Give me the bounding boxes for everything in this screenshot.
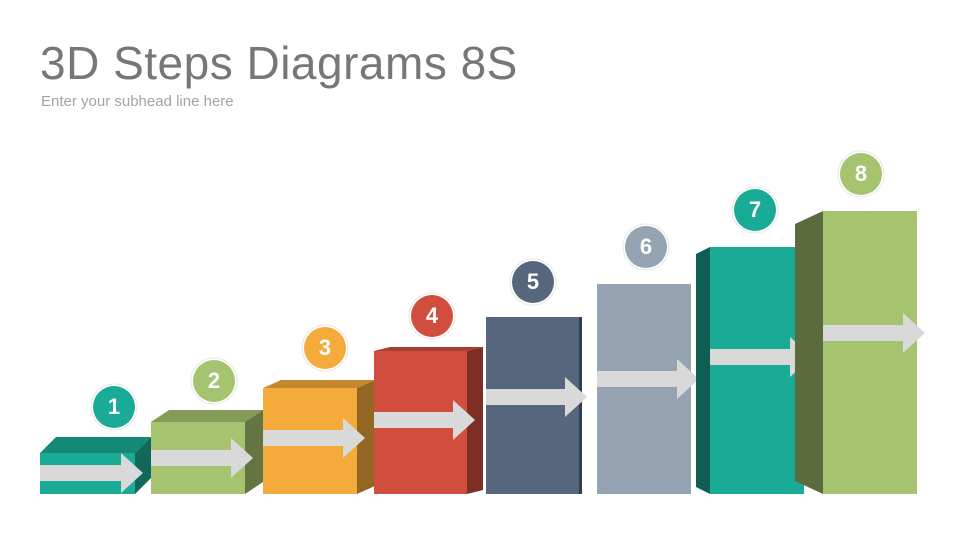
badge-circle bbox=[840, 153, 882, 195]
step-side-face bbox=[245, 410, 263, 494]
step-8: 8 bbox=[795, 150, 925, 494]
step-badge: 1 bbox=[90, 383, 138, 431]
arrow-icon bbox=[374, 400, 475, 440]
page-title: 3D Steps Diagrams 8S bbox=[40, 37, 518, 89]
step-number: 6 bbox=[640, 234, 652, 259]
badge-circle bbox=[304, 327, 346, 369]
badge-circle bbox=[512, 261, 554, 303]
step-4: 4 bbox=[374, 292, 483, 494]
step-front-face bbox=[823, 211, 917, 494]
step-badge: 7 bbox=[731, 186, 779, 234]
step-front-face bbox=[710, 247, 804, 494]
step-top-face bbox=[374, 347, 483, 351]
step-front-face bbox=[486, 317, 579, 494]
step-number: 2 bbox=[208, 368, 220, 393]
step-side-face bbox=[357, 380, 375, 494]
badge-circle bbox=[411, 295, 453, 337]
step-3: 3 bbox=[263, 324, 375, 494]
arrow-icon bbox=[710, 337, 812, 377]
badge-circle bbox=[734, 189, 776, 231]
step-6: 6 bbox=[597, 223, 699, 494]
arrow-icon bbox=[151, 438, 253, 478]
step-5: 5 bbox=[486, 258, 587, 494]
step-side-face bbox=[467, 347, 483, 494]
step-badge: 2 bbox=[190, 357, 238, 405]
step-number: 1 bbox=[108, 394, 120, 419]
badge-circle bbox=[625, 226, 667, 268]
step-number: 5 bbox=[527, 269, 539, 294]
step-side-face bbox=[696, 247, 710, 494]
step-side-face bbox=[135, 437, 151, 494]
step-number: 7 bbox=[749, 197, 761, 222]
badge-circle bbox=[93, 386, 135, 428]
step-badge: 6 bbox=[622, 223, 670, 271]
step-side-face bbox=[579, 317, 582, 494]
step-badge: 3 bbox=[301, 324, 349, 372]
step-number: 8 bbox=[855, 161, 867, 186]
badge-circle bbox=[193, 360, 235, 402]
step-2: 2 bbox=[151, 357, 263, 494]
arrow-icon bbox=[823, 313, 925, 353]
step-top-face bbox=[40, 437, 151, 453]
arrow-icon bbox=[486, 377, 587, 417]
arrow-icon bbox=[597, 359, 699, 399]
step-badge: 5 bbox=[509, 258, 557, 306]
step-front-face bbox=[597, 284, 691, 494]
page-subhead: Enter your subhead line here bbox=[41, 93, 234, 110]
step-7: 7 bbox=[696, 186, 812, 494]
step-top-face bbox=[151, 410, 263, 422]
step-number: 3 bbox=[319, 335, 331, 360]
step-number: 4 bbox=[426, 303, 439, 328]
step-side-face bbox=[795, 211, 823, 494]
step-top-face bbox=[263, 380, 375, 388]
arrow-icon bbox=[40, 453, 143, 493]
step-badge: 4 bbox=[408, 292, 456, 340]
step-badge: 8 bbox=[837, 150, 885, 198]
arrow-icon bbox=[263, 418, 365, 458]
step-1: 1 bbox=[40, 383, 151, 494]
